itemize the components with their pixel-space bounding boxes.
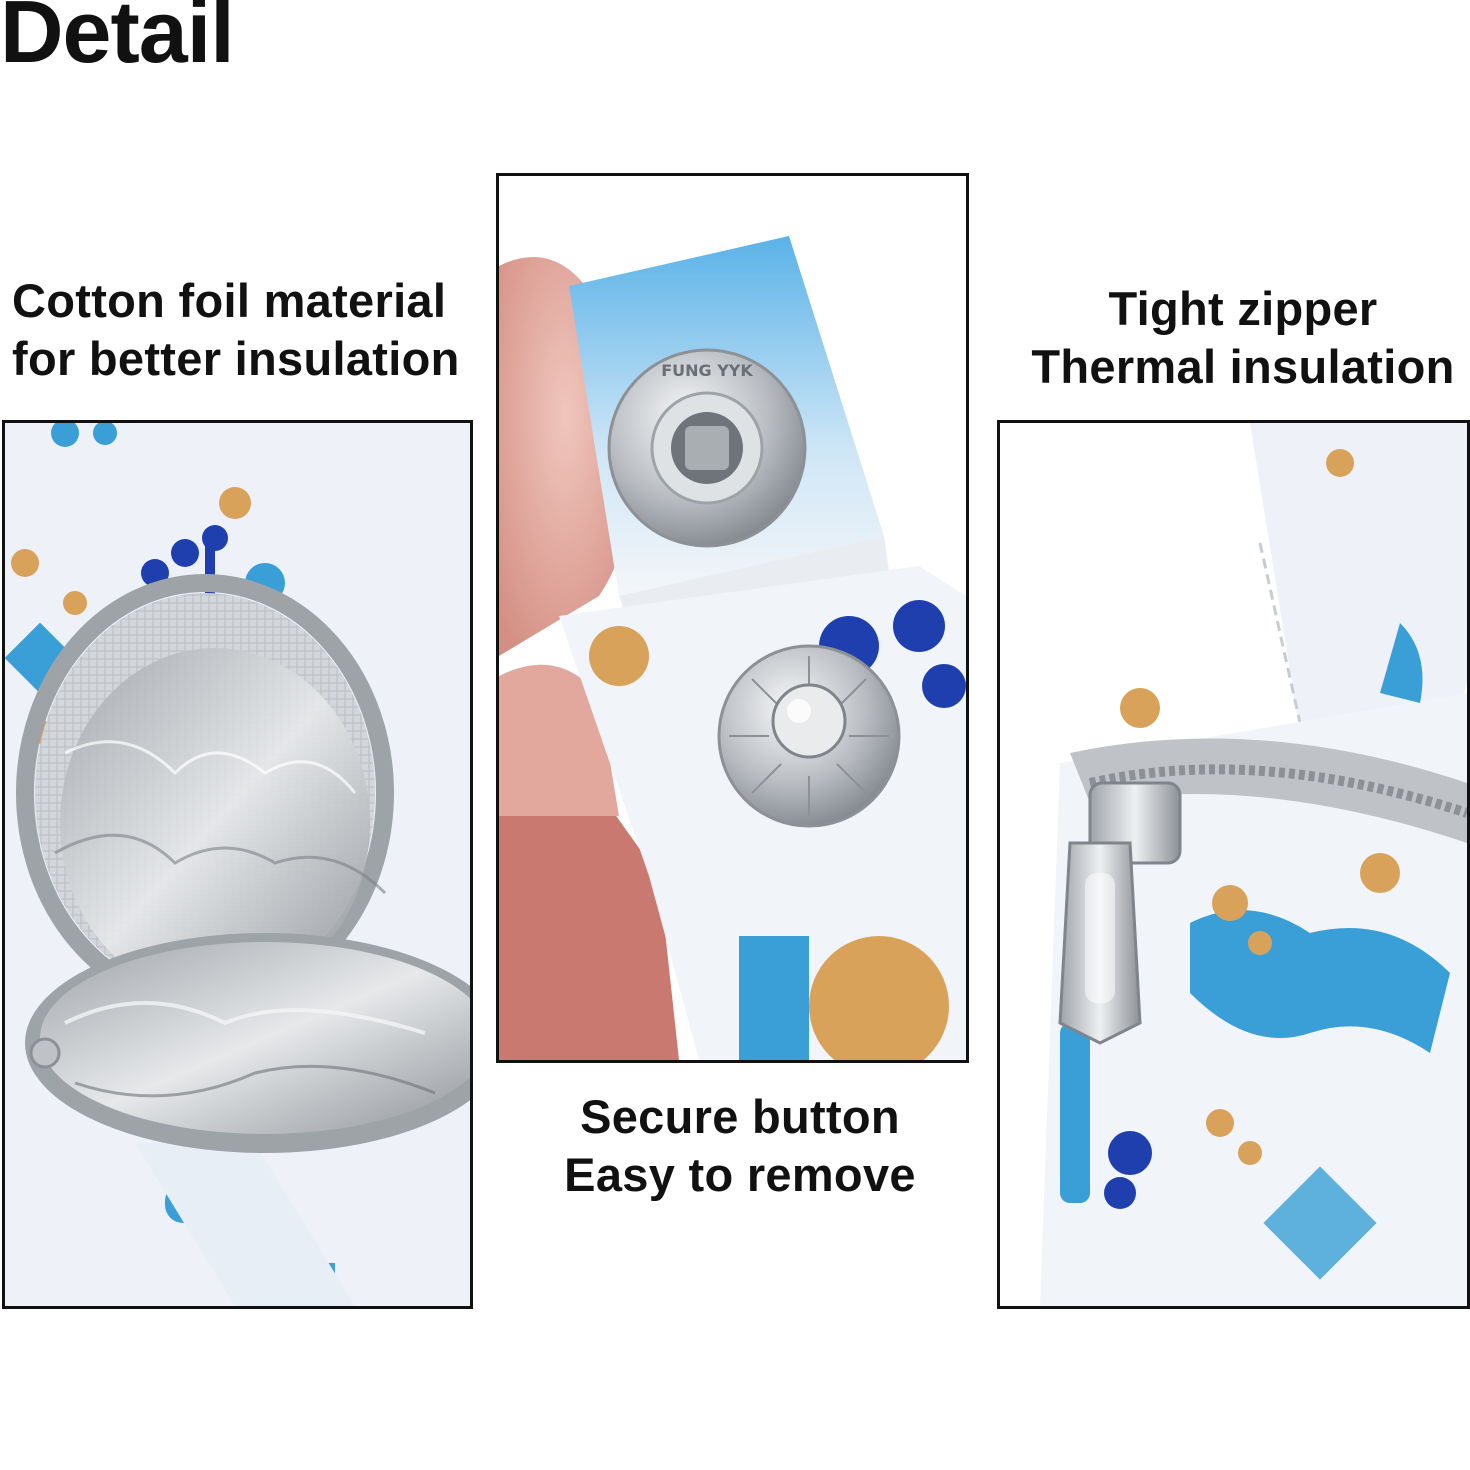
caption-zipper: Tight zipper Thermal insulation (1000, 280, 1470, 396)
caption-foil-line1: Cotton foil material (12, 274, 447, 327)
caption-foil-line2: for better insulation (12, 332, 460, 385)
caption-button: Secure button Easy to remove (500, 1088, 980, 1204)
caption-foil: Cotton foil material for better insulati… (12, 272, 492, 388)
caption-zipper-line1: Tight zipper (1108, 282, 1378, 335)
caption-zipper-line2: Thermal insulation (1031, 340, 1455, 393)
foil-lining-photo (2, 420, 473, 1309)
caption-button-line2: Easy to remove (564, 1148, 916, 1201)
snap-button-photo: FUNG YYK (496, 173, 969, 1063)
page-title: Detail (0, 0, 235, 81)
snap-brand-text: FUNG YYK (661, 361, 753, 380)
caption-button-line1: Secure button (580, 1090, 900, 1143)
zipper-photo (997, 420, 1470, 1309)
